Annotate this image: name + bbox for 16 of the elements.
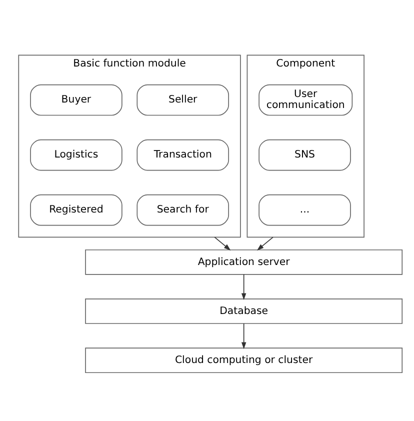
node-box: ... [258,194,351,226]
node-box: Seller [136,84,229,116]
node-box: Application server [85,249,403,275]
node-box: Transaction [136,139,229,171]
node-box: Buyer [30,84,122,116]
node-box: Search for [136,194,229,226]
node-box: Logistics [30,139,122,171]
arrow [214,236,231,250]
node-box: SNS [258,139,351,171]
node-box: Registered [30,194,122,226]
arrow [256,236,274,250]
node-box: Database [85,298,403,324]
node-box: User communication [258,84,353,116]
arrow [241,274,246,300]
node-box: Cloud computing or cluster [85,348,403,374]
arrow [241,323,246,350]
